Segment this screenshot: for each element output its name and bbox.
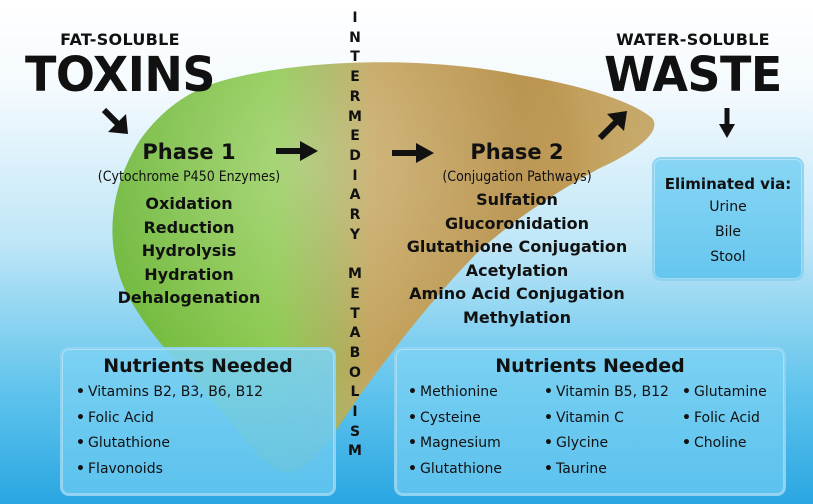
intermediary-letter: Y xyxy=(349,226,361,243)
intermediary-letter: S xyxy=(349,423,361,440)
nutrient-item: Glutathione xyxy=(408,457,544,483)
eliminated-via-title: Eliminated via: xyxy=(664,175,792,193)
water-soluble-waste-header: WATER-SOLUBLE WASTE xyxy=(588,30,798,103)
intermediary-letter: A xyxy=(349,325,361,342)
phase2-reaction: Glutathione Conjugation xyxy=(406,237,628,256)
waste-label: WASTE xyxy=(604,45,782,103)
phase1-subtitle: (Cytochrome P450 Enzymes) xyxy=(97,169,281,185)
intermediary-letter: D xyxy=(349,147,361,164)
phase2-subtitle: (Conjugation Pathways) xyxy=(442,169,592,185)
intermediary-letter: I xyxy=(352,404,358,421)
intermediary-letter: E xyxy=(350,128,360,145)
phase2-nutrients-columns: Methionine Cysteine Magnesium Glutathion… xyxy=(408,380,784,482)
phase2-nutrients-col1: Methionine Cysteine Magnesium Glutathion… xyxy=(408,380,544,482)
intermediary-letter: E xyxy=(350,285,360,302)
intermediary-letter: T xyxy=(350,49,360,66)
fat-soluble-toxins-header: FAT-SOLUBLE TOXINS xyxy=(20,30,220,103)
intermediary-letter: T xyxy=(350,305,360,322)
intermediary-letter: M xyxy=(348,443,362,460)
arrow-intermediary-to-phase2 xyxy=(392,143,434,163)
elimination-routes: Urine Bile Stool xyxy=(654,195,802,270)
intermediary-letter: M xyxy=(348,108,362,125)
nutrient-item: Choline xyxy=(682,431,782,457)
phase1-block: Phase 1 (Cytochrome P450 Enzymes) Oxidat… xyxy=(70,140,308,310)
elimination-route: Bile xyxy=(715,224,741,240)
phase2-reaction: Amino Acid Conjugation xyxy=(409,284,625,303)
nutrient-item: Methionine xyxy=(408,380,544,406)
arrow-waste-to-elimination xyxy=(719,108,735,138)
intermediary-letter: M xyxy=(348,266,362,283)
nutrient-item: Taurine xyxy=(544,457,682,483)
phase2-nutrients-col2: Vitamin B5, B12 Vitamin C Glycine Taurin… xyxy=(544,380,682,482)
nutrient-item: Vitamin B5, B12 xyxy=(544,380,682,406)
nutrient-item: Glutamine xyxy=(682,380,782,406)
phase1-reaction: Oxidation xyxy=(145,194,233,213)
intermediary-letter: I xyxy=(352,167,358,184)
nutrient-item: Vitamins B2, B3, B6, B12 xyxy=(76,380,334,406)
phase1-reaction: Hydrolysis xyxy=(141,241,237,260)
intermediary-letter: O xyxy=(349,364,361,381)
phase2-reaction: Acetylation xyxy=(465,260,569,280)
intermediary-letter: I xyxy=(352,10,358,26)
nutrient-item: Glycine xyxy=(544,431,682,457)
nutrient-item: Cysteine xyxy=(408,406,544,432)
intermediary-letter: L xyxy=(350,384,360,401)
nutrient-item: Vitamin C xyxy=(544,406,682,432)
intermediary-letter: B xyxy=(349,344,361,361)
arrow-phase2-to-waste xyxy=(597,111,627,141)
phase1-reaction: Hydration xyxy=(144,264,234,284)
eliminated-via-box: Eliminated via: Urine Bile Stool xyxy=(652,157,804,281)
phase1-nutrients-title: Nutrients Needed xyxy=(103,355,293,377)
nutrient-item: Magnesium xyxy=(408,431,544,457)
nutrient-item: Glutathione xyxy=(76,431,334,457)
phase2-reaction: Sulfation xyxy=(476,190,558,209)
nutrient-item: Folic Acid xyxy=(76,406,334,432)
phase1-title: Phase 1 xyxy=(142,140,236,164)
nutrient-item: Folic Acid xyxy=(682,406,782,432)
elimination-route: Stool xyxy=(710,249,746,265)
intermediary-letter: R xyxy=(349,207,361,224)
phase1-nutrients-box: Nutrients Needed Vitamins B2, B3, B6, B1… xyxy=(60,347,336,496)
intermediary-letter: E xyxy=(350,69,360,86)
elimination-route: Urine xyxy=(709,199,747,215)
phase2-reaction: Glucoronidation xyxy=(444,213,589,233)
water-soluble-label: WATER-SOLUBLE xyxy=(616,30,770,49)
intermediary-letter: A xyxy=(349,187,361,204)
intermediary-letter: R xyxy=(349,88,361,105)
phase2-nutrients-title: Nutrients Needed xyxy=(495,355,685,377)
phase1-reaction: Reduction xyxy=(143,217,235,237)
arrow-phase1-to-intermediary xyxy=(276,141,318,161)
arrow-toxins-to-phase1 xyxy=(101,107,128,134)
phase2-reactions: Sulfation Glucoronidation Glutathione Co… xyxy=(392,188,642,329)
phase2-title: Phase 2 xyxy=(470,140,564,164)
phase2-nutrients-box: Nutrients Needed Methionine Cysteine Mag… xyxy=(394,347,786,496)
phase2-nutrients-col3: Glutamine Folic Acid Choline xyxy=(682,380,782,482)
phase1-nutrients-list: Vitamins B2, B3, B6, B12 Folic Acid Glut… xyxy=(76,380,334,482)
fat-soluble-label: FAT-SOLUBLE xyxy=(60,30,180,49)
toxins-label: TOXINS xyxy=(24,45,216,103)
phase2-block: Phase 2 (Conjugation Pathways) Sulfation… xyxy=(392,140,642,329)
nutrient-item: Flavonoids xyxy=(76,457,334,483)
phase1-reaction: Dehalogenation xyxy=(117,288,261,307)
intermediary-letter: N xyxy=(349,29,361,46)
phase2-reaction: Methylation xyxy=(462,307,572,327)
phase1-reactions: Oxidation Reduction Hydrolysis Hydration… xyxy=(70,192,308,310)
